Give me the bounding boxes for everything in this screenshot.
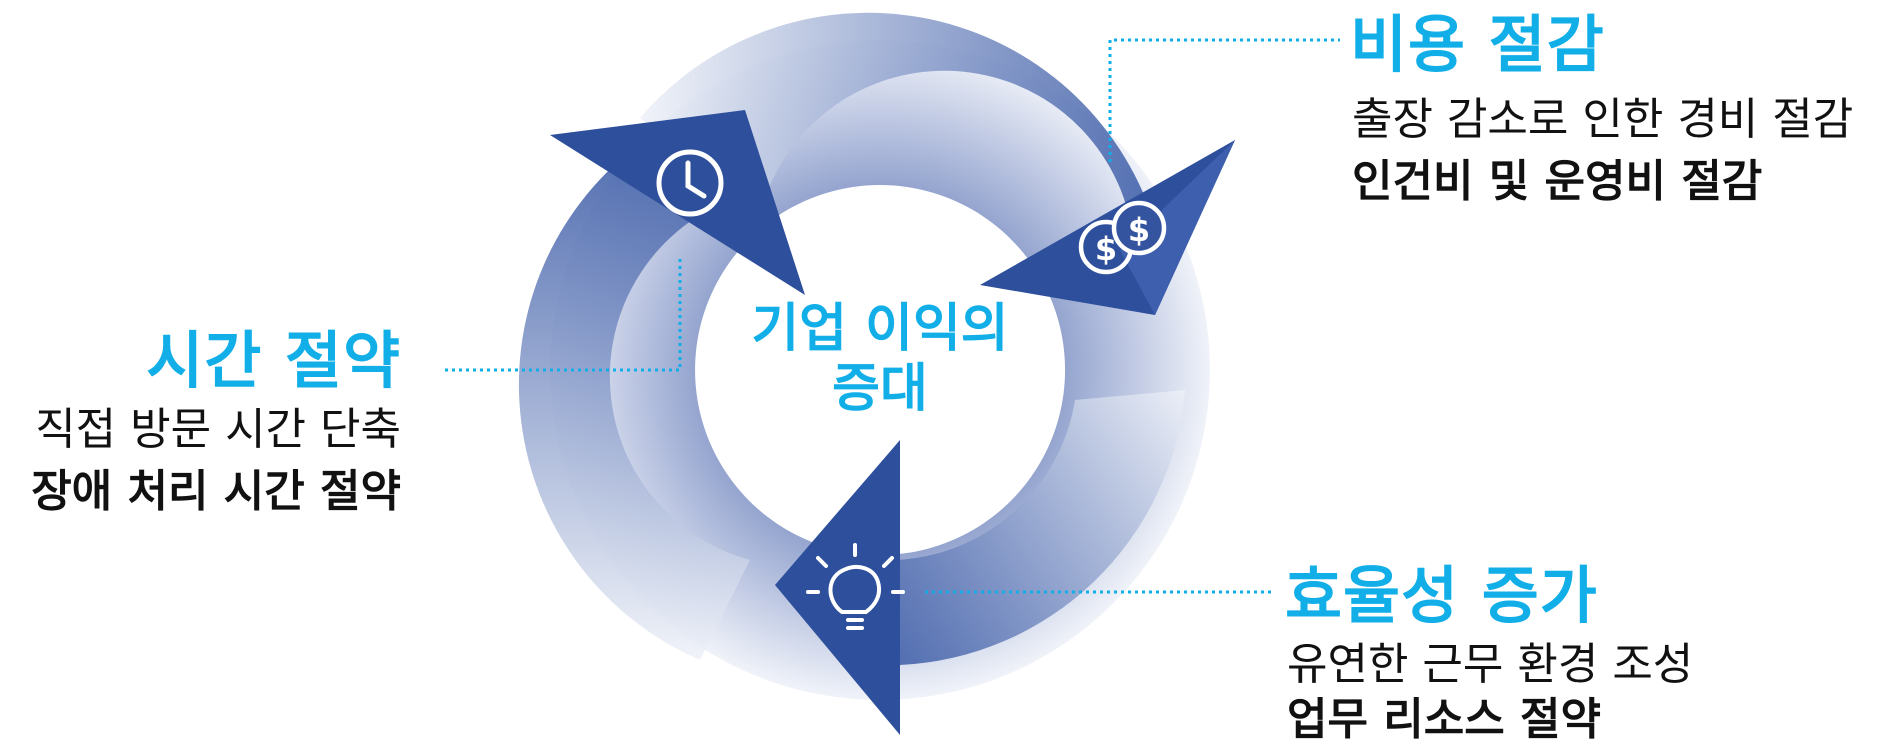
center-label-line2: 증대 [832,358,928,419]
dollar-coins-icon: $ $ [1078,200,1167,275]
connector-cost [1108,38,1340,162]
svg-text:$: $ [1095,230,1117,268]
efficiency-line2: 업무 리소스 절약 [1287,694,1601,745]
cost-line1: 출장 감소로 인한 경비 절감 [1352,94,1854,145]
cost-title: 비용 절감 [1350,8,1605,81]
connector-time [445,255,682,372]
efficiency-title: 효율성 증가 [1285,559,1598,632]
center-label: 기업 이익의 증대 [720,299,1040,420]
arrow-efficiency [775,390,1185,735]
time-line1: 직접 방문 시간 단축 [35,404,401,455]
time-title: 시간 절약 [146,324,401,397]
time-line2: 장애 처리 시간 절약 [31,466,401,517]
efficiency-line1: 유연한 근무 환경 조성 [1287,639,1694,690]
arrow-time [518,110,805,660]
cost-line2: 인건비 및 운영비 절감 [1352,156,1763,207]
svg-text:$: $ [1128,211,1150,249]
clock-icon [656,149,724,217]
arrow-cost [640,12,1235,315]
center-label-line1: 기업 이익의 [751,299,1009,359]
lightbulb-icon [806,543,905,630]
